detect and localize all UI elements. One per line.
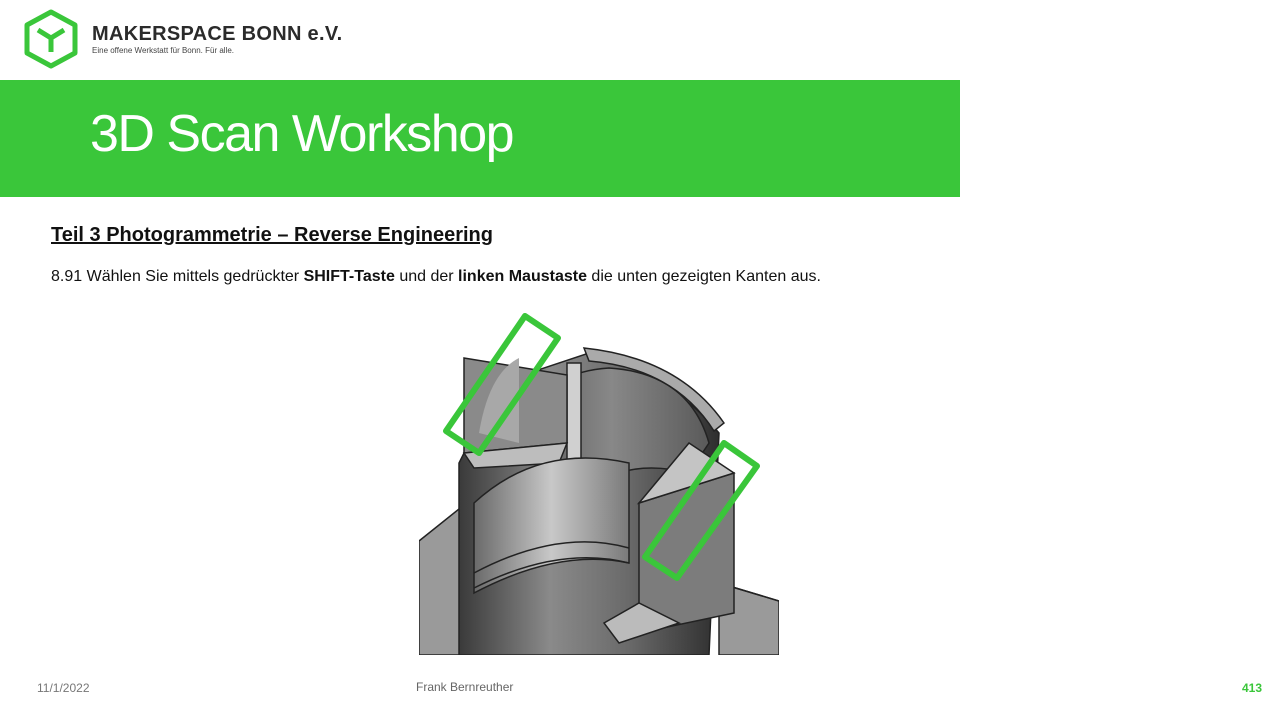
instruction-post: die unten gezeigten Kanten aus. [591, 268, 821, 285]
footer-author: Frank Bernreuther [416, 680, 514, 694]
instruction-text: 8.91 Wählen Sie mittels gedrückter SHIFT… [51, 268, 821, 286]
title-band [0, 80, 960, 197]
brand-name: MAKERSPACE BONN e.V. [92, 23, 343, 45]
model-figure [418, 313, 780, 656]
instruction-key: SHIFT-Taste [303, 268, 395, 285]
3d-model-render-icon [418, 313, 780, 656]
instruction-mouse: linken Maustaste [458, 268, 587, 285]
instruction-pre: Wählen Sie mittels gedrückter [86, 268, 300, 285]
makerspace-logo-icon [22, 8, 80, 70]
instruction-step: 8.91 [51, 268, 83, 285]
slide-title: 3D Scan Workshop [90, 105, 515, 163]
page-number: 413 [1242, 681, 1263, 695]
brand-tagline: Eine offene Werkstatt für Bonn. Für alle… [92, 46, 234, 55]
instruction-mid: und der [399, 268, 454, 285]
section-subtitle: Teil 3 Photogrammetrie – Reverse Enginee… [51, 224, 493, 246]
footer-date: 11/1/2022 [37, 681, 90, 695]
